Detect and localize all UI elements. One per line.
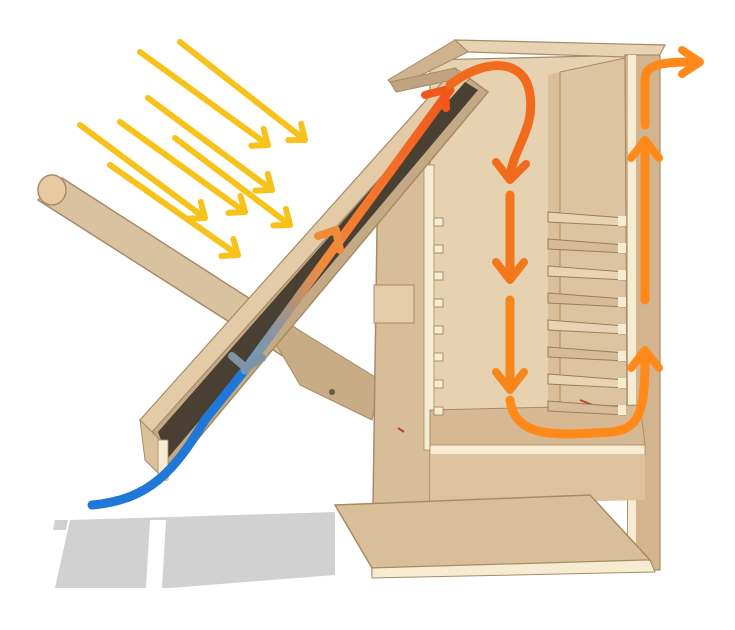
sun-ray (177, 39, 308, 143)
ground-shadow (53, 512, 335, 588)
sun-rays (77, 39, 308, 260)
arrow-icon (492, 258, 528, 284)
sun-ray (77, 122, 208, 221)
arrow-icon (225, 192, 248, 216)
sun-ray (137, 49, 271, 148)
tray-rail (433, 406, 444, 416)
arrow-icon (492, 158, 530, 184)
arrow-icon (627, 346, 663, 372)
tray-edge (618, 270, 626, 280)
sun-ray (145, 95, 275, 193)
tray-edge (618, 243, 626, 253)
tray-edge (618, 324, 626, 334)
arrow-icon (218, 236, 241, 260)
air-intake-arrow (87, 365, 250, 510)
arrow-icon (270, 205, 293, 229)
air-collector-arrow (240, 85, 455, 375)
tray-rail (433, 325, 444, 335)
sun-ray (107, 162, 241, 258)
air-descent-arrow (445, 61, 536, 183)
tray-rail (433, 379, 444, 389)
tray-edge (618, 351, 626, 361)
arrow-icon (285, 120, 308, 144)
arrow-icon (252, 170, 275, 194)
tray-rail (433, 244, 444, 254)
arrow-icon (185, 198, 208, 222)
air-bottom-turn-arrow (505, 350, 650, 439)
arrow-icon (627, 136, 663, 162)
air-exhaust-arrow (640, 57, 695, 130)
arrow-icon (228, 352, 266, 372)
tray-rail (433, 271, 444, 281)
leg-end-grain (37, 174, 67, 206)
sun-ray (117, 119, 248, 215)
tray-rail (433, 352, 444, 362)
tray-rail (433, 298, 444, 308)
tray-rails-left (433, 217, 444, 416)
sun-ray (172, 135, 293, 228)
arrow-icon (314, 226, 344, 254)
drying-trays (547, 211, 626, 416)
base-platform (333, 494, 652, 569)
airflow-arrows (87, 46, 704, 510)
arrow-icon (248, 125, 271, 149)
tray-edge (618, 378, 626, 388)
arrow-icon (678, 46, 704, 78)
drying-cabinet (333, 39, 666, 579)
tray-edge (618, 216, 626, 226)
tray-edge (618, 405, 626, 415)
arrow-icon (492, 368, 528, 394)
arrow-icon (421, 86, 450, 112)
tray-edge (618, 297, 626, 307)
bolt-icon (329, 389, 335, 395)
tray-rail (433, 217, 444, 227)
